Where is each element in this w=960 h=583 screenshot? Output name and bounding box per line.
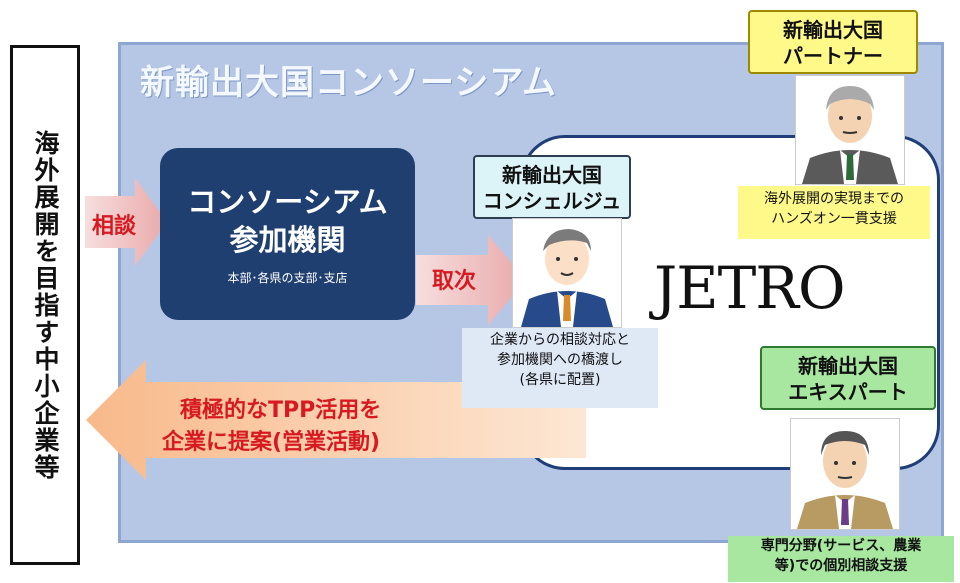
proposal-line2: 企業に提案(営業活動): [162, 430, 381, 455]
concierge-title-line1: 新輸出大国: [502, 163, 602, 187]
consortium-title: 新輸出大国コンソーシアム: [140, 63, 557, 103]
partner-illustration: [796, 76, 904, 184]
concierge-photo: [512, 218, 622, 328]
institution-box: コンソーシアム 参加機関 本部･各県の支部･支店: [160, 148, 415, 320]
expert-desc-line1: 専門分野(サービス、農業: [760, 538, 922, 554]
proposal-arrow: [86, 360, 586, 480]
expert-desc-line2: 等)での個別相談支援: [774, 558, 908, 574]
partner-title: 新輸出大国 パートナー: [748, 10, 918, 74]
partner-title-line2: パートナー: [783, 44, 883, 68]
concierge-description: 企業からの相談対応と 参加機関への橋渡し (各県に配置): [462, 328, 658, 408]
institution-title-line2: 参加機関: [229, 222, 346, 257]
relay-label: 取次: [432, 269, 477, 294]
partner-desc-line1: 海外展開の実現までの: [764, 191, 904, 207]
institution-subtitle: 本部･各県の支部･支店: [227, 270, 348, 285]
expert-title-line1: 新輸出大国: [798, 354, 898, 378]
partner-photo: [795, 75, 905, 185]
concierge-desc-line2: 参加機関への橋渡し: [497, 352, 623, 368]
consult-label: 相談: [92, 214, 137, 239]
proposal-line1: 積極的なTPP活用を: [180, 398, 382, 423]
concierge-desc-line1: 企業からの相談対応と: [490, 332, 630, 348]
expert-illustration: [791, 419, 899, 529]
concierge-title: 新輸出大国 コンシェルジュ: [473, 155, 631, 219]
institution-title-line1: コンソーシアム: [187, 184, 388, 219]
expert-title-line2: エキスパート: [788, 380, 908, 404]
jetro-logo: JETRO: [654, 254, 845, 322]
partner-desc-line2: ハンズオン一貫支援: [771, 211, 897, 227]
sme-label: 海外展開を目指す中小企業等: [31, 129, 60, 481]
concierge-desc-line3: (各県に配置): [519, 372, 601, 388]
concierge-illustration: [513, 219, 621, 327]
relay-arrow: [416, 235, 526, 325]
concierge-title-line2: コンシェルジュ: [482, 189, 622, 213]
expert-photo: [790, 418, 900, 530]
consult-arrow: [85, 178, 167, 266]
partner-title-line1: 新輸出大国: [783, 18, 883, 42]
expert-title: 新輸出大国 エキスパート: [760, 346, 936, 410]
sme-box: 海外展開を目指す中小企業等: [10, 45, 80, 565]
expert-description: 専門分野(サービス、農業 等)での個別相談支援: [728, 536, 954, 582]
partner-description: 海外展開の実現までの ハンズオン一貫支援: [738, 186, 930, 239]
